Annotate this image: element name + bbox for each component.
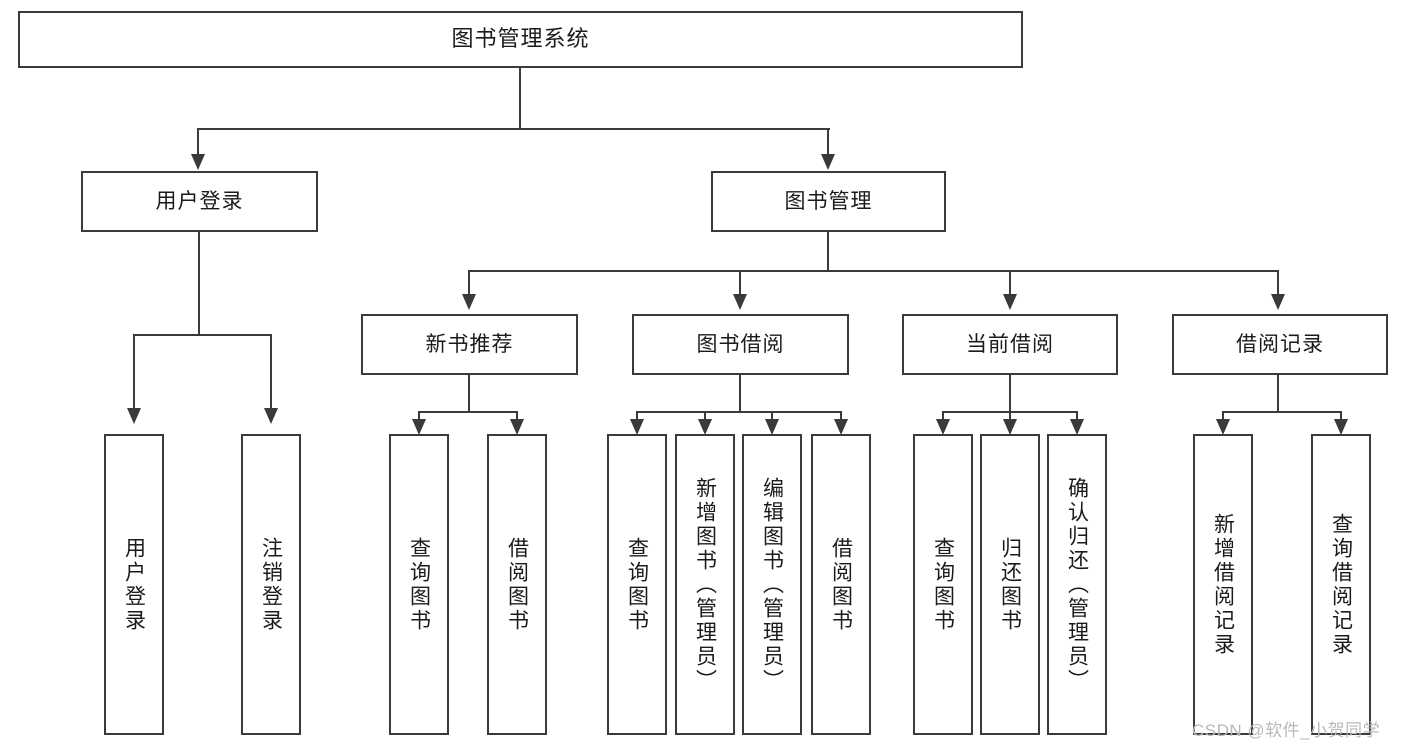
leaf-record-add[interactable]: 新增借阅记录	[1193, 434, 1253, 735]
node-book-borrow[interactable]: 图书借阅	[632, 314, 849, 375]
arrow-to-new-book	[462, 294, 476, 310]
arrow-to-leaf-br-query	[1334, 419, 1348, 435]
connector-new-book-drop-1	[418, 411, 420, 421]
arrow-to-borrow-record	[1271, 294, 1285, 310]
leaf-current-confirm-admin[interactable]: 确认归还（管理员）	[1047, 434, 1107, 735]
connector-book-borrow-drop-3	[771, 411, 773, 421]
arrow-to-leaf-nb-borrow	[510, 419, 524, 435]
leaf-current-return[interactable]: 归还图书	[980, 434, 1040, 735]
connector-book-manage-bus	[468, 270, 1279, 272]
leaf-user-login[interactable]: 用户登录	[104, 434, 164, 735]
node-label: 借阅图书	[505, 536, 529, 633]
connector-current-borrow-stem	[1009, 375, 1011, 412]
leaf-book-edit-admin[interactable]: 编辑图书（管理员）	[742, 434, 802, 735]
connector-root-drop-right	[827, 128, 829, 156]
arrow-to-book-borrow	[733, 294, 747, 310]
connector-current-borrow-drop-1	[942, 411, 944, 421]
node-label: 归还图书	[998, 536, 1022, 633]
arrow-to-leaf-user-login	[127, 408, 141, 424]
arrow-to-leaf-cb-confirm	[1070, 419, 1084, 435]
node-label: 查询图书	[407, 536, 431, 633]
leaf-current-query[interactable]: 查询图书	[913, 434, 973, 735]
arrow-to-leaf-br-add	[1216, 419, 1230, 435]
csdn-watermark: CSDN @软件_小贺同学	[1192, 721, 1381, 740]
node-label: 查询借阅记录	[1329, 512, 1353, 657]
node-label: 查询图书	[931, 536, 955, 633]
leaf-new-book-borrow[interactable]: 借阅图书	[487, 434, 547, 735]
arrow-to-leaf-bb-borrow	[834, 419, 848, 435]
arrow-to-current-borrow	[1003, 294, 1017, 310]
connector-user-login-bus	[133, 334, 272, 336]
arrow-to-leaf-cb-return	[1003, 419, 1017, 435]
connector-user-login-drop-1	[133, 334, 135, 410]
arrow-to-leaf-nb-query	[412, 419, 426, 435]
connector-borrow-record-stem	[1277, 375, 1279, 412]
connector-book-borrow-bus	[636, 411, 842, 413]
connector-book-manage-drop-2	[739, 270, 741, 296]
leaf-book-borrow-action[interactable]: 借阅图书	[811, 434, 871, 735]
connector-root-drop-left	[197, 128, 199, 156]
connector-root-stem	[519, 68, 521, 130]
node-label: 借阅图书	[829, 536, 853, 633]
node-label: 当前借阅	[966, 332, 1054, 356]
node-label: 编辑图书（管理员）	[760, 476, 784, 693]
leaf-book-borrow-query[interactable]: 查询图书	[607, 434, 667, 735]
connector-book-manage-drop-4	[1277, 270, 1279, 296]
connector-borrow-record-drop-1	[1222, 411, 1224, 421]
leaf-logout[interactable]: 注销登录	[241, 434, 301, 735]
arrow-to-leaf-logout	[264, 408, 278, 424]
connector-borrow-record-bus	[1222, 411, 1342, 413]
node-label: 图书管理系统	[451, 26, 590, 52]
leaf-record-query[interactable]: 查询借阅记录	[1311, 434, 1371, 735]
node-book-management-system[interactable]: 图书管理系统	[18, 11, 1023, 68]
node-label: 借阅记录	[1236, 332, 1324, 356]
node-current-borrow[interactable]: 当前借阅	[902, 314, 1118, 375]
node-label: 查询图书	[625, 536, 649, 633]
connector-user-login-drop-2	[270, 334, 272, 410]
connector-current-borrow-drop-3	[1076, 411, 1078, 421]
connector-borrow-record-drop-2	[1340, 411, 1342, 421]
connector-book-manage-stem	[827, 232, 829, 271]
connector-root-bus	[198, 128, 830, 130]
node-borrow-record[interactable]: 借阅记录	[1172, 314, 1388, 375]
arrow-to-leaf-bb-query	[630, 419, 644, 435]
node-label: 用户登录	[155, 189, 244, 213]
connector-book-manage-drop-3	[1009, 270, 1011, 296]
node-book-management[interactable]: 图书管理	[711, 171, 946, 232]
node-user-login[interactable]: 用户登录	[81, 171, 318, 232]
connector-book-borrow-drop-4	[840, 411, 842, 421]
arrow-to-leaf-bb-edit	[765, 419, 779, 435]
connector-new-book-stem	[468, 375, 470, 412]
node-label: 注销登录	[259, 536, 283, 633]
connector-book-manage-drop-1	[468, 270, 470, 296]
node-new-book-recommend[interactable]: 新书推荐	[361, 314, 578, 375]
connector-new-book-bus	[418, 411, 518, 413]
node-label: 新增图书（管理员）	[693, 476, 717, 693]
node-label: 新增借阅记录	[1211, 512, 1235, 657]
connector-book-borrow-drop-1	[636, 411, 638, 421]
connector-book-borrow-stem	[739, 375, 741, 412]
connector-book-borrow-drop-2	[704, 411, 706, 421]
connector-current-borrow-drop-2	[1009, 411, 1011, 421]
arrow-to-leaf-bb-add	[698, 419, 712, 435]
leaf-book-add-admin[interactable]: 新增图书（管理员）	[675, 434, 735, 735]
arrow-to-book-manage	[821, 154, 835, 170]
leaf-new-book-query[interactable]: 查询图书	[389, 434, 449, 735]
node-label: 图书管理	[784, 189, 873, 213]
arrow-to-leaf-cb-query	[936, 419, 950, 435]
arrow-to-user-login	[191, 154, 205, 170]
node-label: 新书推荐	[425, 332, 514, 356]
connector-user-login-stem	[198, 232, 200, 335]
node-label: 确认归还（管理员）	[1065, 476, 1089, 693]
node-label: 图书借阅	[696, 332, 785, 356]
node-label: 用户登录	[122, 536, 146, 633]
connector-new-book-drop-2	[516, 411, 518, 421]
